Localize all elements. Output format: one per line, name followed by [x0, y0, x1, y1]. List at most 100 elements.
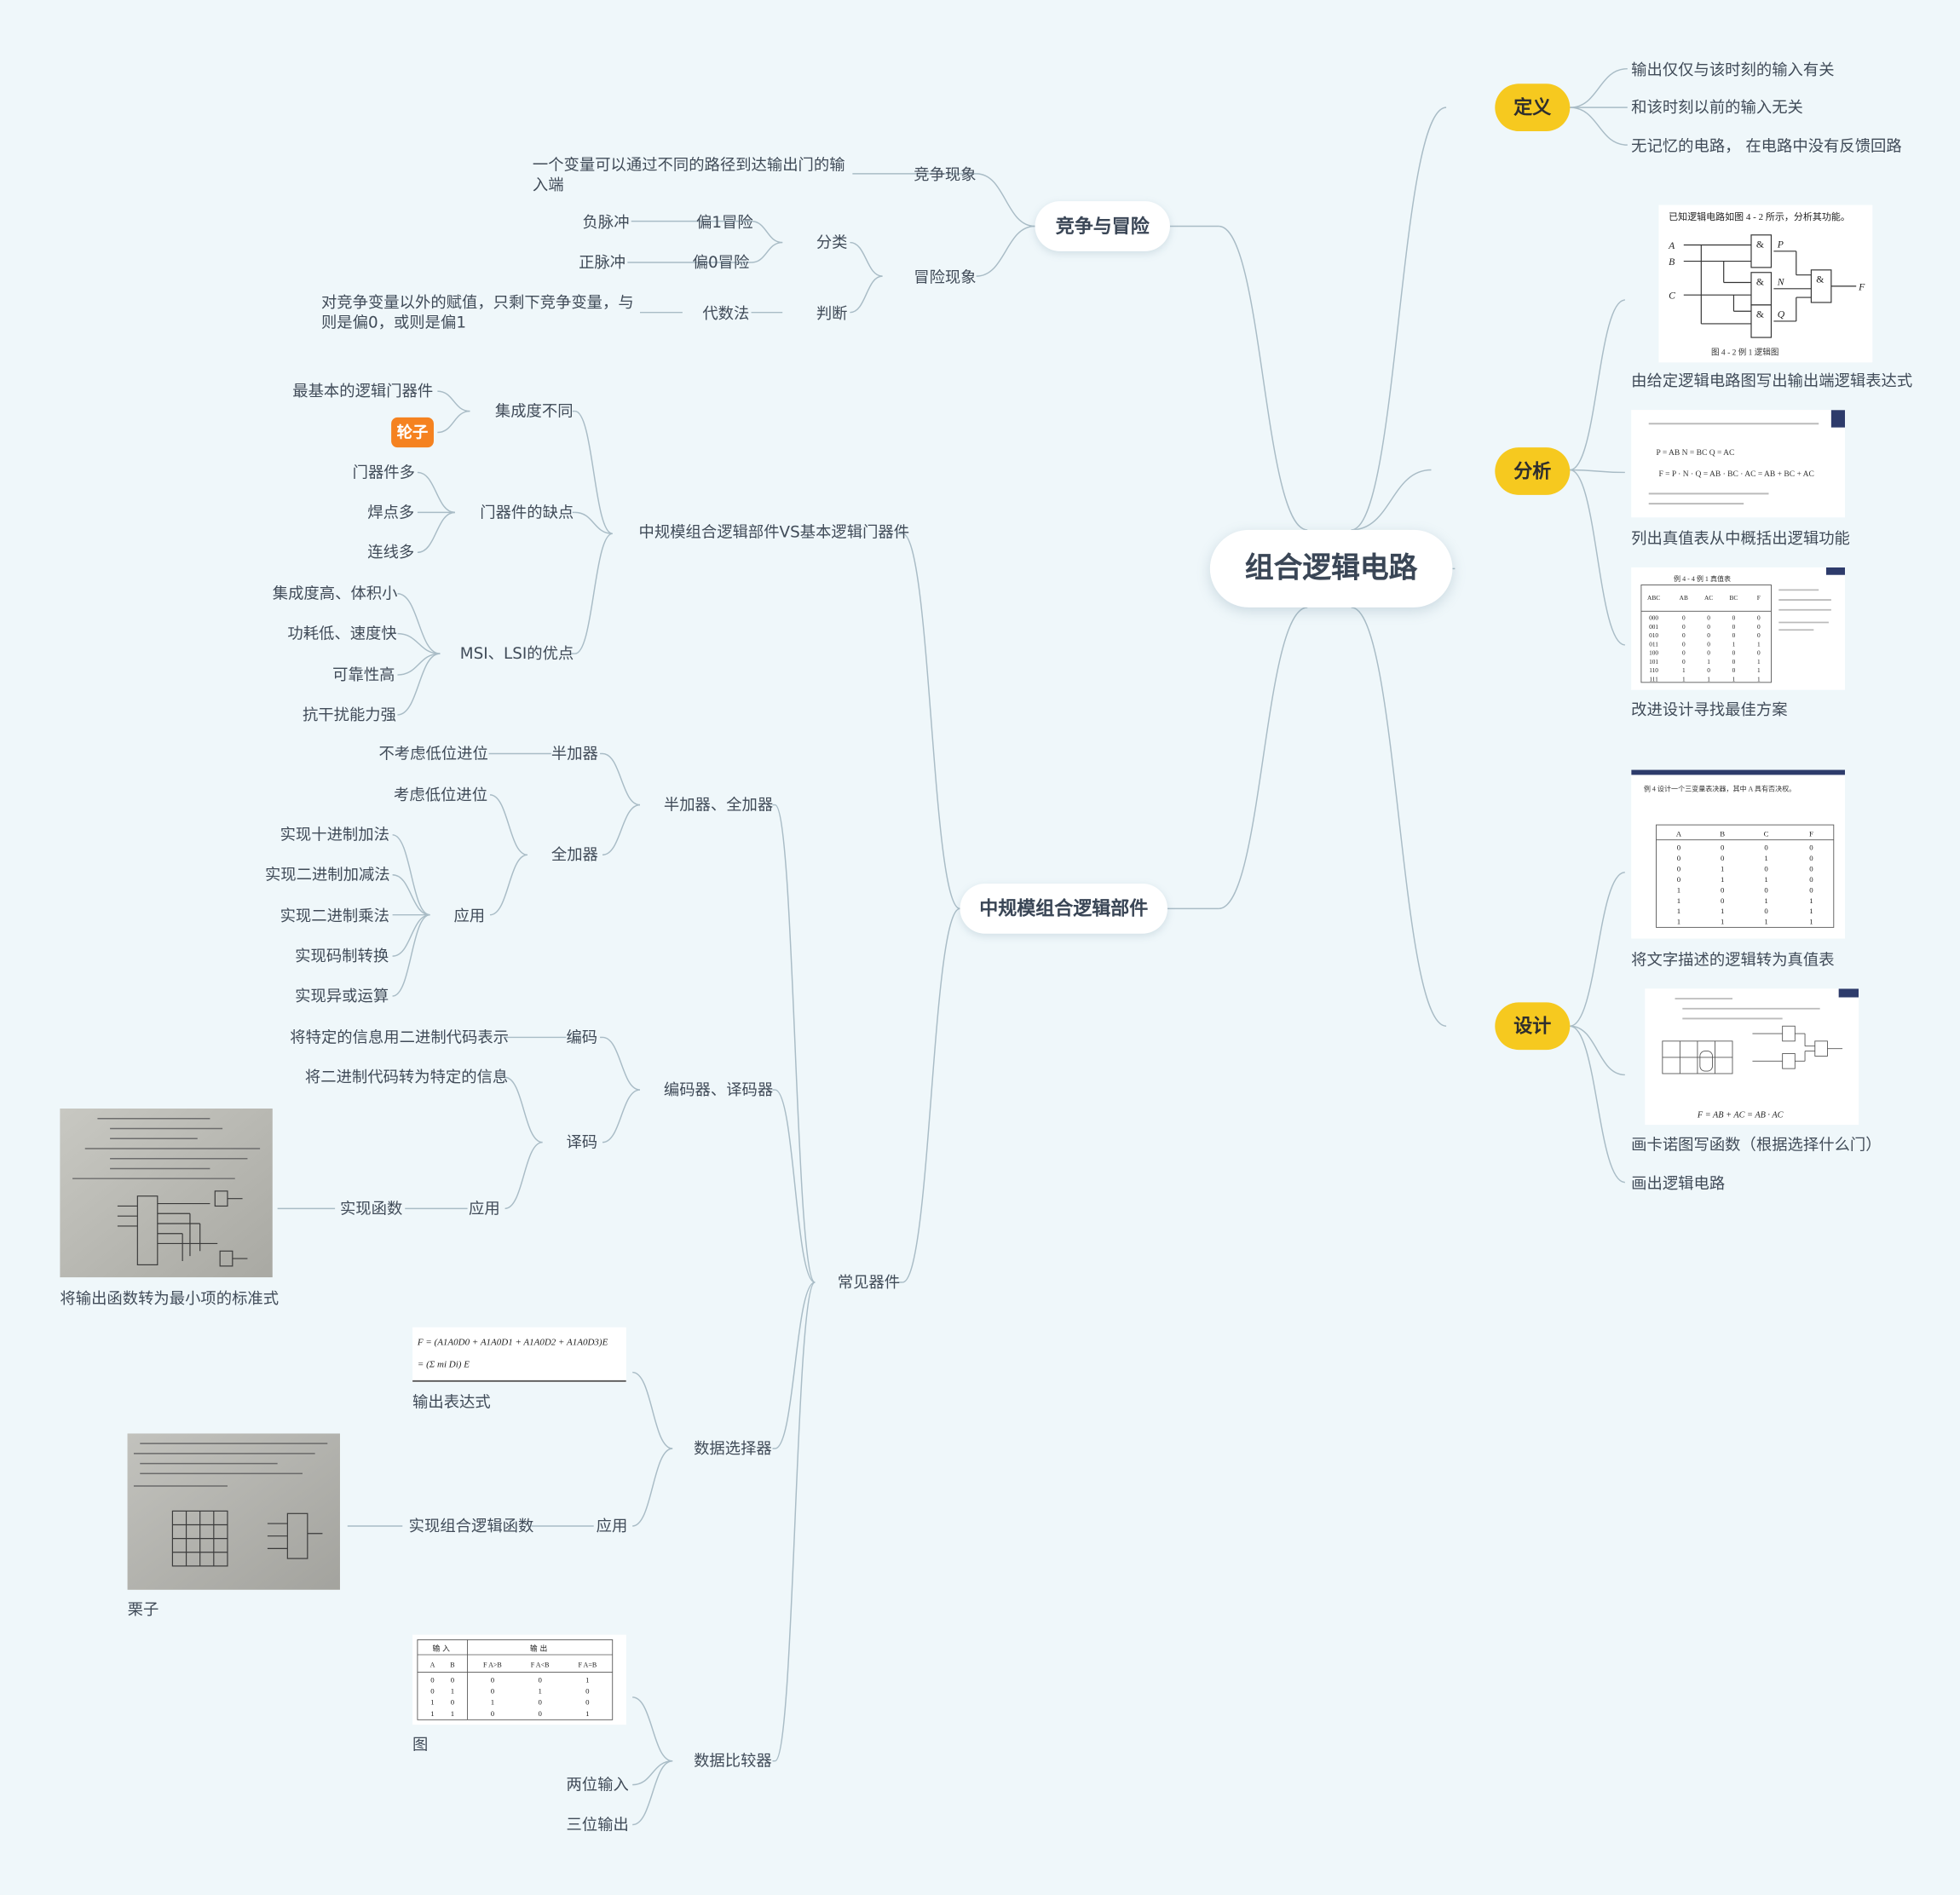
adder-apply[interactable]: 应用	[453, 906, 486, 925]
hazard-bias1[interactable]: 偏1冒险	[696, 212, 753, 232]
connector-curve	[392, 913, 430, 997]
mux[interactable]: 数据选择器	[694, 1438, 772, 1458]
comparator[interactable]: 数据比较器	[694, 1750, 772, 1770]
analysis-item-2[interactable]: 列出真值表从中概括出逻辑功能	[1631, 528, 1850, 548]
codec[interactable]: 编码器、译码器	[663, 1080, 774, 1099]
common-devices[interactable]: 常见器件	[837, 1272, 901, 1292]
connector-curve	[632, 1760, 673, 1826]
connector-curve	[775, 1089, 816, 1283]
mux-expression-image[interactable]: F = (A1A0D0 + A1A0D1 + A1A0D2 + A1A0D3)E…	[412, 1327, 626, 1383]
cmp-cell: 1	[451, 1709, 454, 1718]
race-phenomenon[interactable]: 竞争现象	[914, 164, 977, 184]
half-adder-desc[interactable]: 不考虑低位进位	[378, 743, 488, 763]
encoder-desc[interactable]: 将特定的信息用二进制代码表示	[290, 1027, 510, 1046]
truth-cell: 0	[1732, 658, 1736, 665]
full-adder[interactable]: 全加器	[551, 844, 598, 864]
comparator-img-caption[interactable]: 图	[412, 1734, 429, 1754]
cmp-header-cell: F A<B	[531, 1662, 550, 1669]
decoder-apply[interactable]: 应用	[469, 1198, 500, 1218]
topic-design[interactable]: 设计	[1495, 1002, 1571, 1051]
decoder-photo[interactable]	[60, 1109, 273, 1278]
msi-advantages[interactable]: MSI、LSI的优点	[459, 643, 574, 663]
adder-apply-4[interactable]: 实现码制转换	[295, 946, 389, 965]
definition-item-1[interactable]: 输出仅仅与该时刻的输入有关	[1631, 60, 1835, 79]
hazard-pos-pulse[interactable]: 正脉冲	[579, 252, 626, 272]
half-adder[interactable]: 半加器	[551, 743, 598, 763]
full-adder-desc[interactable]: 考虑低位进位	[394, 785, 488, 804]
definition-item-2[interactable]: 和该时刻以前的输入无关	[1631, 97, 1803, 117]
advantage-1[interactable]: 集成度高、体积小	[272, 583, 398, 602]
truth-cell: 000	[1649, 614, 1658, 622]
topic-race-hazard[interactable]: 竞争与冒险	[1035, 201, 1170, 251]
hazard-algebra-desc[interactable]: 对竞争变量以外的赋值，只剩下竞争变量，与则是偏0，或则是偏1	[320, 292, 634, 331]
cmp-cell: 0	[491, 1687, 495, 1696]
mux-photo[interactable]	[127, 1433, 340, 1590]
decoder[interactable]: 译码	[566, 1132, 598, 1151]
and-gate-4: &	[1816, 274, 1824, 285]
drawback-2[interactable]: 焊点多	[367, 502, 415, 521]
connector-curve	[1570, 1025, 1625, 1184]
hazard-phenomenon[interactable]: 冒险现象	[914, 267, 977, 286]
truth-cell: 1	[1707, 658, 1710, 665]
gate-drawbacks[interactable]: 门器件的缺点	[480, 502, 574, 521]
hazard-judge[interactable]: 判断	[816, 303, 848, 323]
design-item-2[interactable]: 画卡诺图写函数（根据选择什么门）	[1631, 1134, 1882, 1154]
truth-cell: 010	[1649, 631, 1658, 639]
truth-cell: 0	[1682, 658, 1686, 665]
mux-photo-caption[interactable]: 栗子	[127, 1599, 159, 1619]
wheel-tag[interactable]: 轮子	[391, 417, 434, 448]
advantage-3[interactable]: 可靠性高	[332, 665, 395, 684]
hazard-classify[interactable]: 分类	[816, 232, 848, 251]
hazard-bias0[interactable]: 偏0冒险	[692, 252, 750, 272]
decoder-apply-caption[interactable]: 将输出函数转为最小项的标准式	[60, 1288, 280, 1308]
race-phenomenon-desc[interactable]: 一个变量可以通过不同的路径到达输出门的输入端	[532, 154, 845, 194]
design-cell: 0	[1809, 885, 1813, 894]
hazard-neg-pulse[interactable]: 负脉冲	[582, 212, 630, 232]
drawback-1[interactable]: 门器件多	[352, 462, 416, 481]
msi-vs-basic[interactable]: 中规模组合逻辑部件VS基本逻辑门器件	[638, 522, 910, 542]
topic-msi[interactable]: 中规模组合逻辑部件	[960, 884, 1167, 934]
expression-image[interactable]: P = AB N = BC Q = AC F = P · N · Q = AB …	[1631, 410, 1845, 518]
basic-gate[interactable]: 最基本的逻辑门器件	[292, 381, 434, 400]
encoder[interactable]: 编码	[566, 1027, 598, 1046]
analysis-item-1[interactable]: 由给定逻辑电路图写出输出端逻辑表达式	[1631, 371, 1913, 390]
drawback-3[interactable]: 连线多	[367, 542, 415, 562]
truth-cell: 0	[1732, 623, 1736, 631]
comparator-item-1[interactable]: 两位输入	[566, 1774, 629, 1794]
implement-function[interactable]: 实现函数	[339, 1198, 403, 1218]
karnaugh-image[interactable]: F = AB + AC = AB · AC	[1645, 988, 1859, 1126]
connector-curve	[1351, 469, 1432, 531]
mux-apply[interactable]: 应用	[596, 1516, 628, 1535]
adder-apply-5[interactable]: 实现异或运算	[295, 986, 389, 1005]
cmp-cell: 1	[585, 1675, 589, 1684]
advantage-2[interactable]: 功耗低、速度快	[287, 623, 397, 642]
design-item-1[interactable]: 将文字描述的逻辑转为真值表	[1631, 949, 1835, 969]
topic-analysis[interactable]: 分析	[1495, 447, 1571, 495]
advantage-4[interactable]: 抗干扰能力强	[302, 705, 396, 724]
mux-expr-caption[interactable]: 输出表达式	[412, 1392, 491, 1412]
comparator-item-2[interactable]: 三位输出	[566, 1814, 629, 1834]
logic-circuit-image[interactable]: 已知逻辑电路如图 4 - 2 所示，分析其功能。 A B C P N Q F	[1658, 204, 1873, 363]
design-item-3[interactable]: 画出逻辑电路	[1631, 1173, 1726, 1193]
adder-apply-2[interactable]: 实现二进制加减法	[264, 865, 390, 884]
cmp-cell: 1	[585, 1709, 589, 1718]
adder-apply-3[interactable]: 实现二进制乘法	[280, 906, 389, 925]
analysis-item-3[interactable]: 改进设计寻找最佳方案	[1631, 700, 1788, 719]
design-cell: 0	[1764, 907, 1768, 915]
definition-item-3[interactable]: 无记忆的电路， 在电路中没有反馈回路	[1631, 135, 1902, 155]
integration-diff[interactable]: 集成度不同	[494, 400, 574, 420]
decoder-desc[interactable]: 将二进制代码转为特定的信息	[304, 1067, 509, 1086]
hazard-algebra[interactable]: 代数法	[702, 303, 750, 323]
topic-definition[interactable]: 定义	[1495, 84, 1571, 132]
adder-apply-1[interactable]: 实现十进制加法	[280, 825, 389, 844]
truth-header-cell: BC	[1730, 594, 1738, 602]
truth-cell: 0	[1707, 666, 1710, 674]
cmp-cell: 0	[430, 1675, 435, 1684]
truth-header-cell: AB	[1680, 594, 1688, 602]
mux-apply-item[interactable]: 实现组合逻辑函数	[408, 1516, 534, 1535]
adders[interactable]: 半加器、全加器	[663, 794, 774, 814]
root-topic[interactable]: 组合逻辑电路	[1209, 529, 1453, 608]
